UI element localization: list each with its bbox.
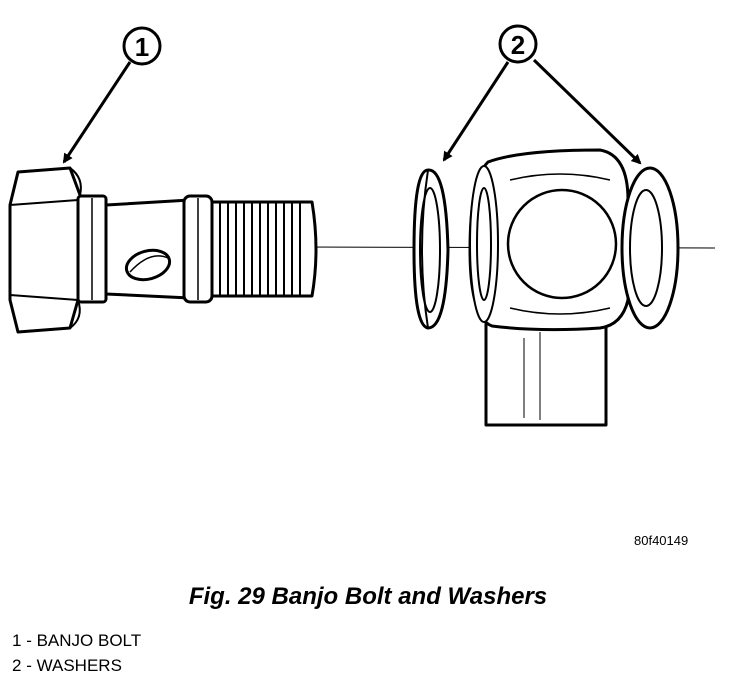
leader-arrow-1 <box>62 61 132 164</box>
leader-arrow-2a <box>442 61 510 162</box>
callout-2: 2 <box>498 24 538 64</box>
washer-right <box>620 166 680 330</box>
exploded-diagram: 1 2 <box>8 24 716 427</box>
legend-item: 1 - BANJO BOLT <box>12 628 141 653</box>
callout-1-label: 1 <box>135 32 149 62</box>
banjo-bolt <box>8 166 318 334</box>
legend-separator: - <box>21 631 37 650</box>
legend-item: 2 - WASHERS <box>12 653 141 678</box>
leader-arrow-2b <box>532 58 642 165</box>
callout-2-label: 2 <box>511 30 525 60</box>
legend-label: BANJO BOLT <box>36 631 142 650</box>
legend-number: 1 <box>12 631 22 650</box>
banjo-fitting <box>468 148 630 427</box>
figure-id: 80f40149 <box>634 533 689 548</box>
callout-1: 1 <box>122 26 162 66</box>
legend-label: WASHERS <box>36 656 122 675</box>
figure-caption: Fig. 29 Banjo Bolt and Washers <box>188 583 548 610</box>
washer-left <box>412 168 450 330</box>
legend-number: 2 <box>12 656 22 675</box>
legend: 1 - BANJO BOLT 2 - WASHERS <box>12 628 141 678</box>
legend-separator: - <box>21 656 37 675</box>
leader-lines <box>62 58 642 165</box>
